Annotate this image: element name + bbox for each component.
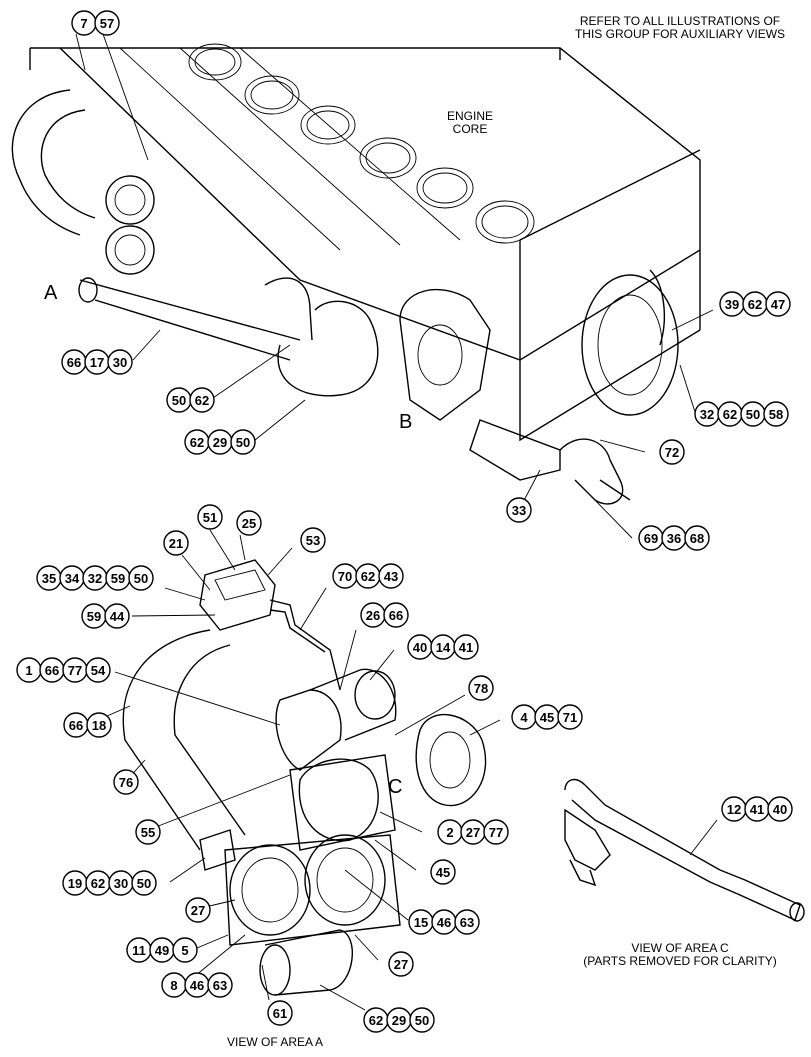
auxiliary-views-note-line-2: THIS GROUP FOR AUXILIARY VIEWS	[574, 27, 786, 41]
view-area-c-caption: VIEW OF AREA C (PARTS REMOVED FOR CLARIT…	[560, 942, 800, 968]
auxiliary-views-note: REFER TO ALL ILLUSTRATIONS OF THIS GROUP…	[555, 15, 805, 41]
leader-lines-upper	[75, 33, 714, 539]
area-letter-b: B	[399, 411, 413, 433]
engine-core-label-line-2: CORE	[452, 122, 488, 136]
engine-core-label-line-1: ENGINE	[446, 109, 493, 123]
area-letter-c: C	[388, 776, 403, 798]
area-letter-a: A	[44, 282, 58, 304]
engine-block-drawing	[11, 43, 701, 505]
view-area-a-caption: VIEW OF AREA A	[226, 1035, 324, 1049]
auxiliary-views-note-line-1: REFER TO ALL ILLUSTRATIONS OF	[579, 14, 781, 28]
area-c-tube-drawing	[564, 778, 805, 922]
view-area-c-caption-line-2: (PARTS REMOVED FOR CLARITY)	[583, 954, 777, 968]
engine-core-label: ENGINE CORE	[440, 110, 500, 136]
view-area-c-caption-line-1: VIEW OF AREA C	[631, 941, 729, 955]
area-a-assembly-drawing	[122, 559, 487, 996]
